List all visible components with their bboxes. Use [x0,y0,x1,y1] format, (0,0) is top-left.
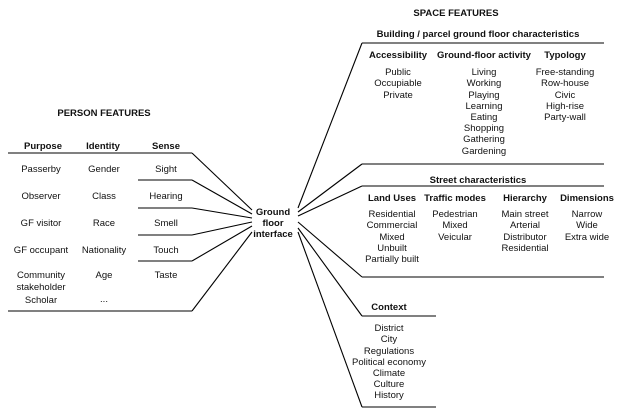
fan-person-1 [191,152,253,211]
list-item: High-rise [545,100,584,112]
context-title: Context [371,302,407,313]
list-item: Touch [153,245,179,256]
accessibility-header: Accessibility [368,50,428,61]
center-line: floor [262,218,284,230]
list-item: Civic [554,89,576,101]
list-item: Playing [468,89,500,101]
list-item: Scholar [24,295,58,306]
dimensions-header: Dimensions [560,193,614,204]
list-item: Shopping [463,123,505,135]
dimensions-column: Dimensions Narrow Wide Extra wide [560,193,614,243]
list-item: Race [92,218,116,229]
traffic-modes-header: Traffic modes [424,193,486,204]
ground-floor-activity-column: Ground-floor activity Living Working Pla… [437,50,531,157]
ground-floor-interface-label: Ground floor interface [253,207,293,241]
list-item: Main street [501,209,549,221]
hierarchy-header: Hierarchy [503,193,547,204]
context-column: Context District City Regulations Politi… [352,302,426,402]
fan-person-2 [191,179,253,215]
list-item: Eating [470,112,498,124]
list-item: Political economy [352,356,426,368]
list-item: Sight [155,164,177,175]
list-item: ... [100,294,108,305]
fan-person-6 [191,231,253,312]
list-item: Observer [21,191,61,202]
list-item: Age [95,270,113,281]
street-characteristics-title: Street characteristics [429,175,527,186]
list-item: stakeholder [16,282,66,293]
typology-column: Typology Free-standing Row-house Civic H… [536,50,595,123]
list-item: Free-standing [535,67,595,79]
list-item: Veicular [438,231,472,243]
list-item: Occupiable [374,78,422,90]
identity-header: Identity [86,141,120,152]
list-item: Commercial [366,220,418,232]
fan-context-top [297,227,363,317]
fan-person-4 [191,221,253,236]
fan-context-bottom [297,231,363,408]
list-item: Extra wide [564,231,610,243]
list-item: Nationality [81,245,127,256]
fan-building-top [297,42,363,209]
hierarchy-column: Hierarchy Main street Arterial Distribut… [502,193,549,254]
list-item: Private [383,89,413,101]
list-item: Arterial [509,220,541,232]
list-item: GF visitor [20,218,62,229]
list-item: Climate [372,368,406,380]
ground-floor-activity-header: Ground-floor activity [437,50,531,61]
fan-building-bottom [297,163,363,213]
list-item: Taste [154,270,178,281]
list-item: Distributor [503,231,547,243]
fan-person-5 [191,225,253,262]
building-characteristics-title: Building / parcel ground floor character… [376,29,580,40]
list-item: Partially built [365,254,419,266]
center-line: interface [253,229,293,241]
list-item: History [374,390,404,402]
sense-header: Sense [152,141,180,152]
accessibility-column: Accessibility Public Occupiable Private [369,50,427,101]
list-item: Party-wall [544,112,586,124]
space-features-title: SPACE FEATURES [413,8,499,19]
list-item: Unbuilt [377,242,407,254]
list-item: GF occupant [13,245,69,256]
list-item: District [374,323,404,335]
list-item: Culture [373,379,405,391]
fan-street-bottom [297,221,363,278]
list-item: Public [385,67,411,79]
list-item: Residential [368,209,416,221]
list-item: Regulations [363,345,415,357]
list-item: Passerby [21,164,61,175]
list-item: Residential [501,242,549,254]
list-item: Learning [465,100,503,112]
list-item: City [380,334,398,346]
fan-street-top [297,185,363,217]
traffic-modes-column: Traffic modes Pedestrian Mixed Veicular [424,193,486,243]
list-item: Class [92,191,116,202]
fan-person-3 [191,207,253,219]
list-item: Mixed [442,220,468,232]
land-uses-header: Land Uses [367,193,417,204]
person-features-title: PERSON FEATURES [57,108,151,119]
center-line: Ground [255,207,291,218]
list-item: Hearing [149,191,183,202]
list-item: Pedestrian [432,209,478,221]
typology-header: Typology [544,50,586,61]
list-item: Gardening [461,145,507,157]
purpose-header: Purpose [23,141,63,152]
list-item: Row-house [540,78,590,90]
land-uses-column: Land Uses Residential Commercial Mixed U… [365,193,419,265]
list-item: Living [471,67,497,79]
list-item: Gender [88,164,120,175]
list-item: Working [466,78,502,90]
list-item: Narrow [571,209,603,221]
list-item: Mixed [379,231,405,243]
list-item: Community [16,270,66,281]
list-item: Smell [154,218,178,229]
list-item: Gathering [463,134,505,146]
list-item: Wide [576,220,598,232]
